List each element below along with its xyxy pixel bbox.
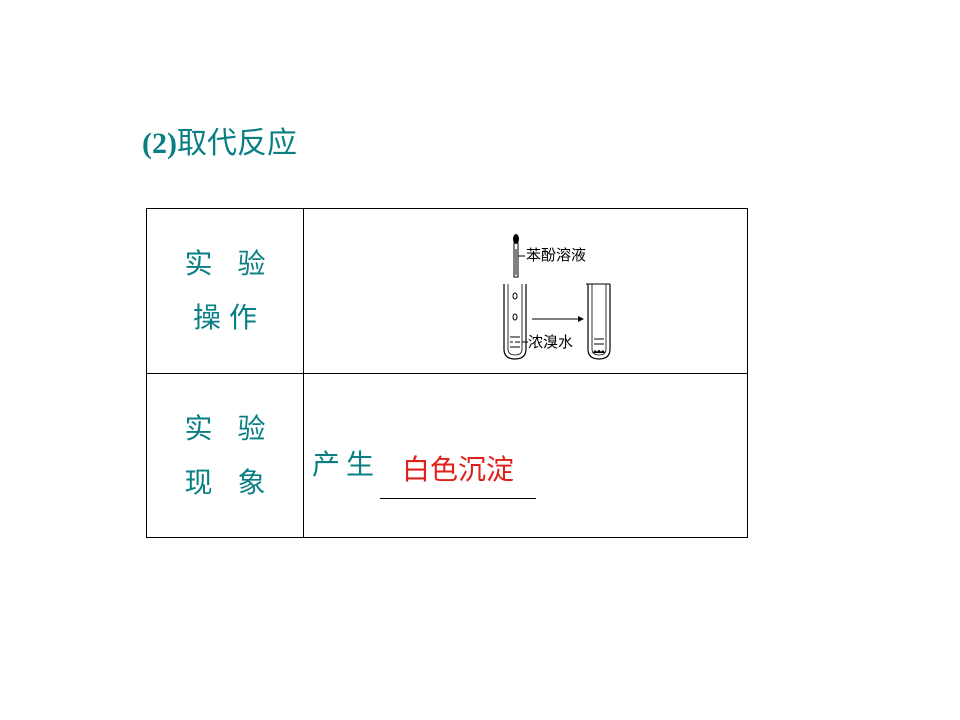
reagent-label-phenol: 苯酚溶液 — [526, 247, 586, 264]
experiment-table: 实 验 操作 苯酚溶液 — [146, 208, 748, 538]
phenomenon-content: 产生白色沉淀 — [304, 374, 747, 537]
label-line-2: 操作 — [192, 301, 265, 334]
row-label-phenomenon: 实 验 现 象 — [147, 374, 304, 537]
row-label-operation: 实 验 操作 — [147, 209, 304, 373]
table-row-phenomenon: 实 验 现 象 产生白色沉淀 — [147, 374, 747, 537]
arrow-right-icon — [532, 316, 584, 322]
left-test-tube-icon — [503, 284, 528, 360]
table-row-operation: 实 验 操作 苯酚溶液 — [147, 209, 747, 374]
section-heading: 取代反应 — [176, 126, 297, 161]
label-line-1: 实 验 — [184, 247, 274, 280]
operation-content: 苯酚溶液 浓溴水 — [304, 209, 747, 373]
reagent-label-bromine-water: 浓溴水 — [528, 334, 573, 351]
answer-blank: 白色沉淀 — [380, 454, 537, 499]
section-number: (2) — [142, 127, 177, 160]
section-title: (2)取代反应 — [142, 124, 297, 164]
label-line-2: 现 象 — [184, 465, 274, 499]
phenomenon-prefix: 产生 — [312, 448, 381, 481]
dropper-icon — [513, 234, 525, 278]
right-test-tube-icon — [586, 283, 611, 360]
phenomenon-sentence: 产生白色沉淀 — [312, 438, 537, 499]
test-tube-apparatus-diagram: 苯酚溶液 浓溴水 — [503, 234, 611, 360]
label-line-1: 实 验 — [184, 411, 274, 445]
